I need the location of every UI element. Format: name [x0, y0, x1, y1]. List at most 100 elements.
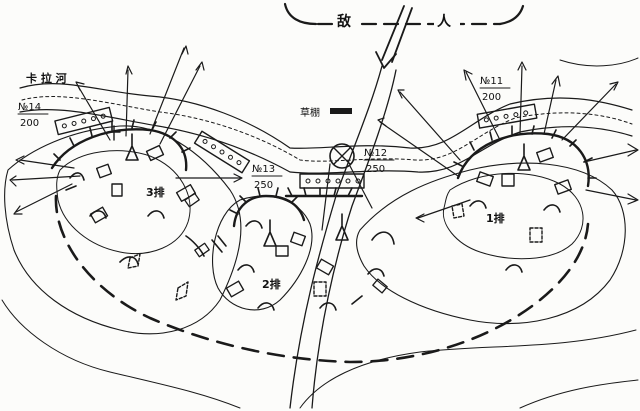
obstacle-b — [194, 242, 210, 258]
road-block-teeth — [287, 187, 353, 197]
east-mg-a — [469, 200, 487, 209]
platoon-3-label: 3排 — [146, 185, 165, 199]
enemy-label-left-bg — [334, 10, 360, 30]
road-block-fire — [321, 163, 373, 231]
valley-road — [289, 65, 397, 409]
east-weapon-triangle — [517, 143, 531, 171]
east-mg-d — [371, 231, 395, 245]
unit-13-number: №13 — [252, 164, 275, 175]
defense-perimeter — [54, 194, 590, 364]
unit-14-number: №14 — [18, 102, 41, 113]
west-bunker-c — [111, 183, 123, 197]
unit-11-barrier — [476, 103, 538, 129]
west-arrow-heads — [9, 45, 243, 215]
river-bank-bottom — [19, 109, 633, 174]
unit-11-strength: 200 — [482, 92, 501, 103]
contour-south-east-2 — [519, 379, 639, 409]
contour-north-east — [559, 57, 639, 67]
enemy-label-right: 人 — [437, 13, 452, 30]
center-reserve — [313, 281, 327, 297]
west-reserve-b — [127, 253, 141, 269]
east-bunker-b — [501, 173, 515, 187]
west-bunker-b — [145, 144, 165, 162]
obstacle-c — [372, 278, 388, 294]
contour-east-outer — [355, 162, 626, 325]
unit-14-strength: 200 — [20, 118, 39, 129]
east-fire-arrows — [379, 65, 637, 219]
east-arrow-heads — [377, 61, 639, 223]
unit-14-barrier — [54, 106, 114, 136]
center-bunker-d — [225, 280, 245, 298]
west-fire-arrows — [11, 47, 241, 213]
platoon-2-label: 2排 — [262, 277, 281, 291]
strongpoint-west: 3排 — [9, 45, 243, 301]
center-mg-a — [245, 220, 263, 229]
strongpoint-center: 2排 — [225, 187, 349, 311]
unit-13-barrier — [193, 130, 251, 174]
contour-east-inner — [442, 172, 584, 260]
observation-post-cross — [333, 147, 351, 165]
contour-south-west — [1, 299, 241, 409]
unit-14: №14 200 — [17, 102, 114, 136]
enemy-label-right-bg — [434, 10, 460, 30]
obstacle-d — [211, 235, 227, 253]
perimeter-line — [54, 194, 590, 364]
observation-post — [329, 143, 355, 169]
center-mg-b — [237, 264, 255, 273]
east-mg-c — [505, 264, 523, 273]
unit-12-number: №12 — [364, 148, 387, 159]
center-trench — [232, 194, 306, 228]
obstacle-a — [184, 192, 200, 208]
center-trench-teeth — [229, 187, 299, 215]
east-bunker-a — [536, 147, 554, 163]
unit-11: №11 200 — [476, 76, 538, 129]
obstacle-e — [351, 295, 363, 305]
unit-11-number: №11 — [480, 76, 503, 87]
contour-west-inner — [56, 150, 191, 254]
enemy-front: 敌 人 — [283, 2, 525, 69]
center-weapon-triangle — [263, 219, 277, 247]
center-bunker-b — [289, 231, 307, 247]
center-weapon-triangle-b — [335, 213, 349, 241]
west-mg-a — [65, 172, 85, 191]
contour-south-east — [299, 329, 637, 409]
unit-12-strength: 250 — [366, 164, 385, 175]
west-mg-c — [147, 210, 165, 219]
center-bunker-a — [275, 245, 289, 257]
east-mg-e — [367, 268, 385, 277]
road-block: 草棚 — [284, 106, 373, 231]
east-bunker-d — [554, 179, 572, 195]
shed-icon — [330, 108, 352, 114]
road-left — [289, 65, 383, 409]
east-reserve — [529, 227, 543, 243]
unit-12-barrier — [299, 173, 365, 189]
enemy-front-left-hook — [283, 2, 318, 26]
road-right — [311, 69, 397, 409]
contour-center — [212, 195, 313, 311]
east-bunker-c — [476, 171, 494, 187]
west-bunker-a — [95, 163, 113, 179]
shed-label: 草棚 — [300, 106, 320, 119]
center-mg-d — [319, 302, 337, 311]
river-bank-top — [19, 83, 633, 149]
enemy-attack-arrow-b — [391, 7, 413, 63]
river-label: 卡 拉 河 — [26, 71, 67, 85]
strongpoint-east: 1排 — [367, 61, 639, 277]
west-reserve-a — [175, 281, 189, 301]
west-bunker-d — [89, 206, 109, 224]
center-mg-c — [257, 302, 275, 311]
field-obstacles — [184, 192, 388, 305]
enemy-label-left: 敌 — [337, 13, 351, 30]
east-reserve-b — [451, 203, 465, 219]
enemy-attack-arrow-head — [375, 51, 397, 69]
enemy-attack-arrow-a — [381, 5, 405, 61]
platoon-1-label: 1排 — [486, 211, 505, 225]
east-mg-b — [543, 204, 561, 213]
west-trench-teeth — [53, 119, 191, 161]
west-weapon-cross — [107, 125, 121, 141]
east-trench-teeth — [453, 125, 597, 179]
enemy-front-right-hook — [498, 4, 525, 26]
unit-12: №12 250 — [299, 148, 395, 189]
